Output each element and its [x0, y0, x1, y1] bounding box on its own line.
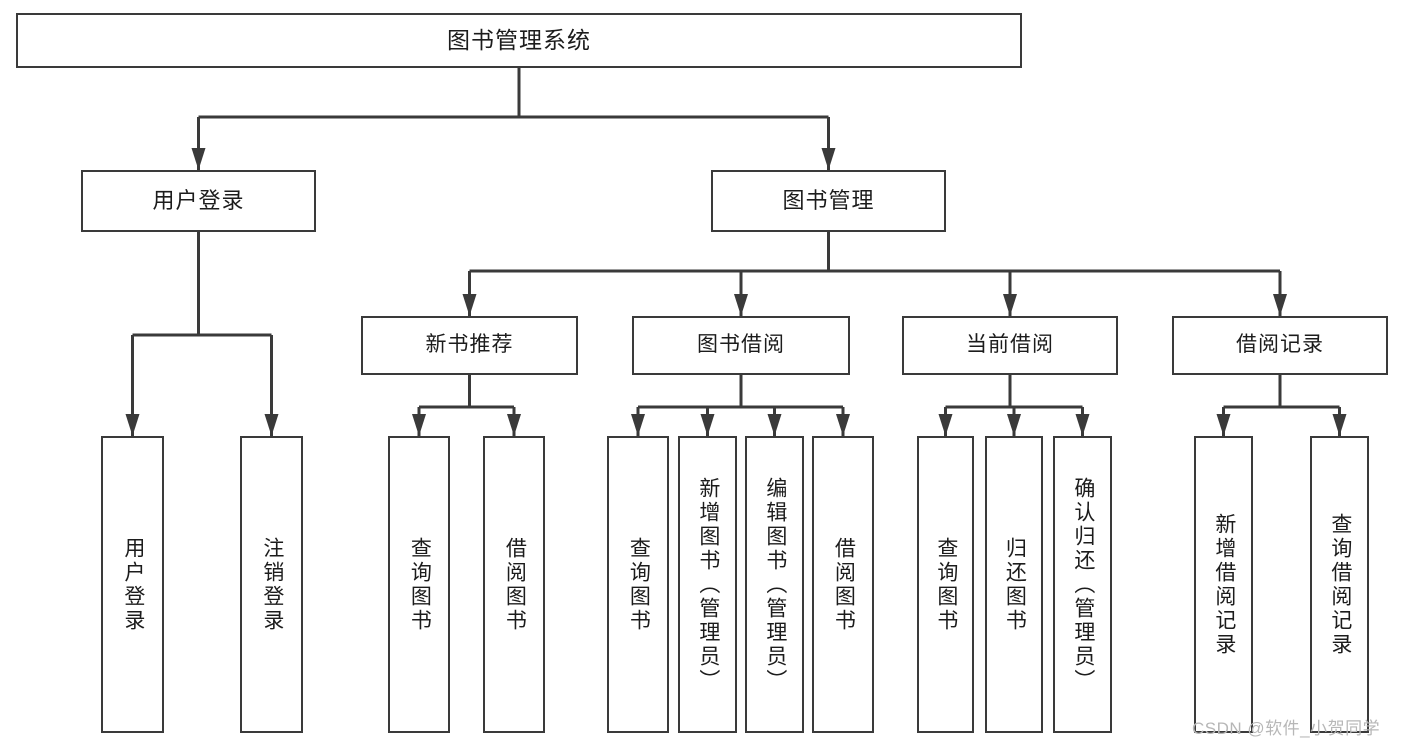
node-leaf-rec-query: 查询图书 [388, 436, 450, 733]
node-label: 图书管理 [782, 188, 875, 214]
node-label: 图书管理系统 [447, 26, 591, 53]
node-label: 注销登录 [260, 536, 284, 633]
arrowhead-icon [1007, 414, 1021, 436]
arrowhead-icon [938, 414, 953, 436]
arrowhead-icon [836, 414, 850, 436]
node-book-manage: 图书管理 [711, 170, 946, 232]
arrowhead-icon [462, 294, 477, 316]
node-new-book-rec: 新书推荐 [361, 316, 578, 375]
node-leaf-rec-borrow: 借阅图书 [483, 436, 545, 733]
arrowhead-icon [1216, 414, 1231, 436]
node-label: 确认归还（管理员） [1071, 476, 1095, 693]
node-label: 查询借阅记录 [1328, 512, 1352, 657]
node-leaf-cb-query: 查询图书 [917, 436, 974, 733]
node-label: 当前借阅 [966, 333, 1054, 357]
node-leaf-bb-query: 查询图书 [607, 436, 669, 733]
node-label: 查询图书 [627, 536, 651, 633]
node-label: 新增图书（管理员） [696, 476, 720, 693]
arrowhead-icon [767, 414, 782, 436]
node-label: 借阅图书 [832, 536, 856, 633]
node-leaf-user-logout: 注销登录 [240, 436, 303, 733]
arrowhead-icon [1075, 414, 1090, 436]
arrowhead-icon [734, 294, 748, 316]
node-label: 新书推荐 [425, 333, 514, 357]
node-label: 图书借阅 [697, 333, 785, 357]
node-leaf-bb-edit: 编辑图书（管理员） [745, 436, 804, 733]
node-book-borrow: 图书借阅 [632, 316, 850, 375]
node-label: 查询图书 [408, 536, 432, 633]
node-user-login: 用户登录 [81, 170, 316, 232]
arrowhead-icon [821, 148, 836, 170]
node-label: 用户登录 [121, 536, 145, 633]
node-current-borrow: 当前借阅 [902, 316, 1118, 375]
node-leaf-user-login: 用户登录 [101, 436, 164, 733]
node-leaf-cb-confirm: 确认归还（管理员） [1053, 436, 1112, 733]
node-label: 归还图书 [1003, 536, 1027, 633]
arrowhead-icon [191, 148, 206, 170]
node-label: 借阅图书 [503, 536, 527, 633]
arrowhead-icon [264, 414, 279, 436]
node-leaf-bb-borrow: 借阅图书 [812, 436, 874, 733]
node-leaf-bb-add: 新增图书（管理员） [678, 436, 737, 733]
arrowhead-icon [631, 414, 645, 436]
arrowhead-icon [412, 414, 426, 436]
arrowhead-icon [1332, 414, 1347, 436]
node-root: 图书管理系统 [16, 13, 1022, 68]
arrowhead-icon [1273, 294, 1287, 316]
arrowhead-icon [125, 414, 140, 436]
node-label: 用户登录 [152, 188, 245, 214]
node-label: 查询图书 [934, 536, 958, 633]
node-leaf-cb-return: 归还图书 [985, 436, 1043, 733]
node-label: 新增借阅记录 [1212, 512, 1236, 657]
node-borrow-record: 借阅记录 [1172, 316, 1388, 375]
node-leaf-br-add: 新增借阅记录 [1194, 436, 1253, 733]
node-label: 借阅记录 [1236, 333, 1324, 357]
arrowhead-icon [1003, 294, 1017, 316]
arrowhead-icon [507, 414, 521, 436]
node-label: 编辑图书（管理员） [763, 476, 787, 693]
node-leaf-br-query: 查询借阅记录 [1310, 436, 1369, 733]
arrowhead-icon [700, 414, 715, 436]
